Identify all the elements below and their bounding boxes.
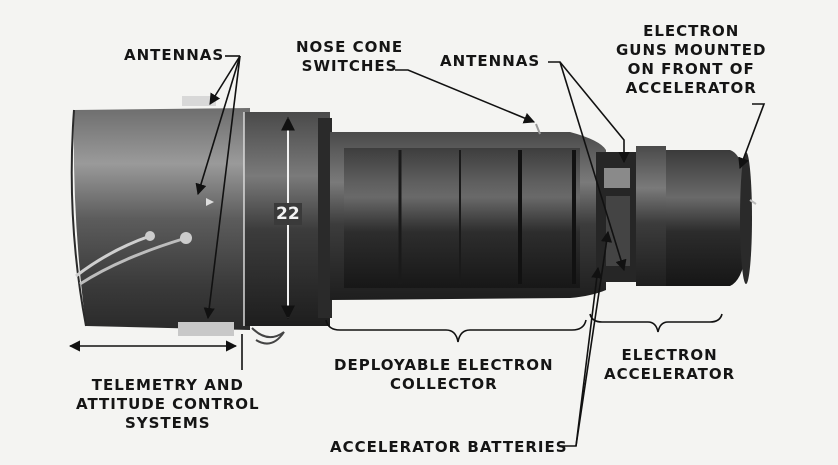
collector-section <box>330 123 606 300</box>
diameter-label: 22 <box>274 203 302 225</box>
accelerator-batteries-label: ACCELERATOR BATTERIES <box>330 438 568 456</box>
bottom-antenna-icon <box>178 322 234 336</box>
leader-lines <box>68 55 766 447</box>
electron-accelerator-label: ELECTRON ACCELERATOR <box>604 346 736 383</box>
electron-guns-label: ELECTRON GUNS MOUNTED ON FRONT OF ACCELE… <box>616 22 767 97</box>
antennas-right-label: ANTENNAS <box>440 52 541 70</box>
deployable-collector-label: DEPLOYABLE ELECTRON COLLECTOR <box>334 356 554 393</box>
antennas-left-label: ANTENNAS <box>124 46 225 64</box>
accelerator-section <box>596 146 757 286</box>
telemetry-label: TELEMETRY AND ATTITUDE CONTROL SYSTEMS <box>76 376 260 432</box>
nose-cone-switches-label: NOSE CONE SWITCHES <box>296 38 404 75</box>
top-antenna-icon <box>182 96 216 106</box>
